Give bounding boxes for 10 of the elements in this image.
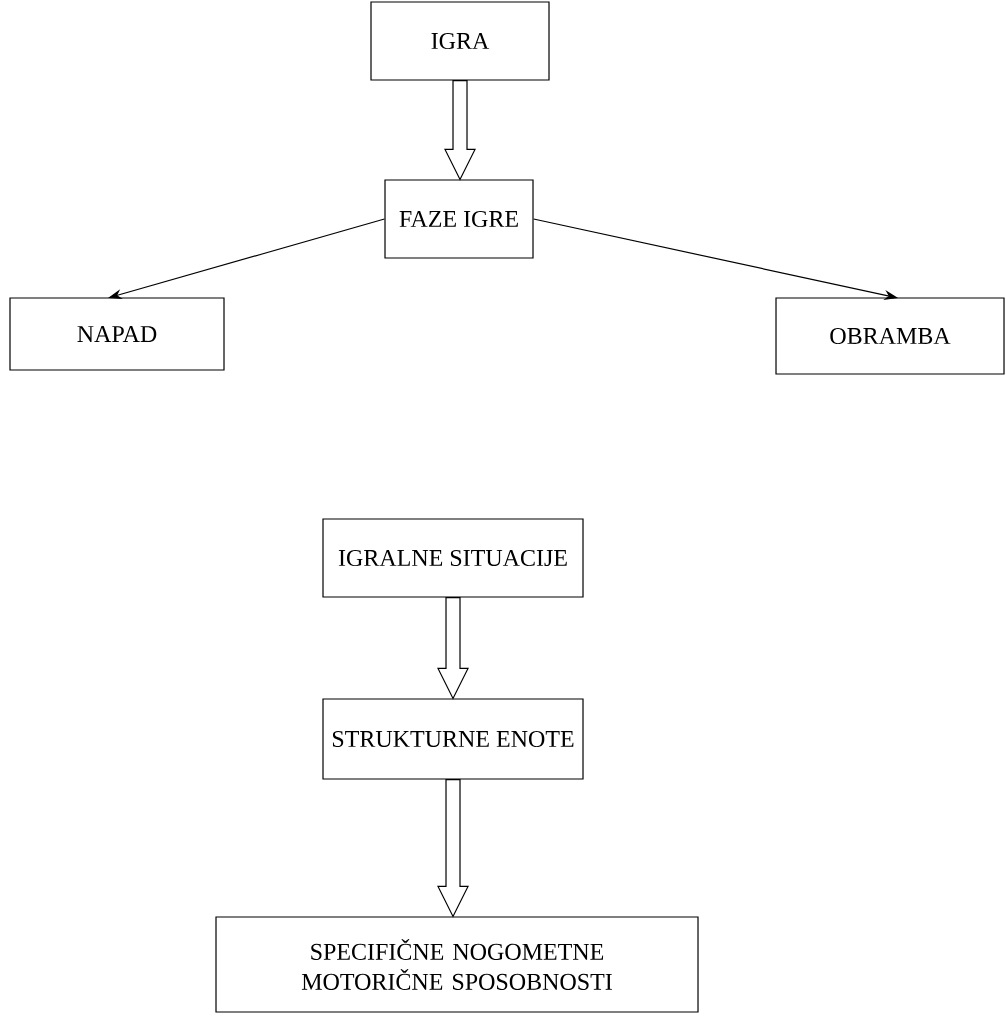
process-box: STRUKTURNE ENOTE <box>322 698 584 780</box>
block-arrow <box>437 779 469 918</box>
process-box: SPECIFIČNE NOGOMETNE MOTORIČNE SPOSOBNOSTI <box>215 916 699 1013</box>
process-box: IGRALNE SITUACIJE <box>322 518 584 598</box>
process-box: IGRA <box>370 1 550 81</box>
process-box: NAPAD <box>9 297 225 371</box>
process-box: OBRAMBA <box>775 297 1005 375</box>
block-arrow <box>444 80 476 181</box>
process-box: FAZE IGRE <box>384 179 534 259</box>
block-arrow <box>437 597 469 700</box>
